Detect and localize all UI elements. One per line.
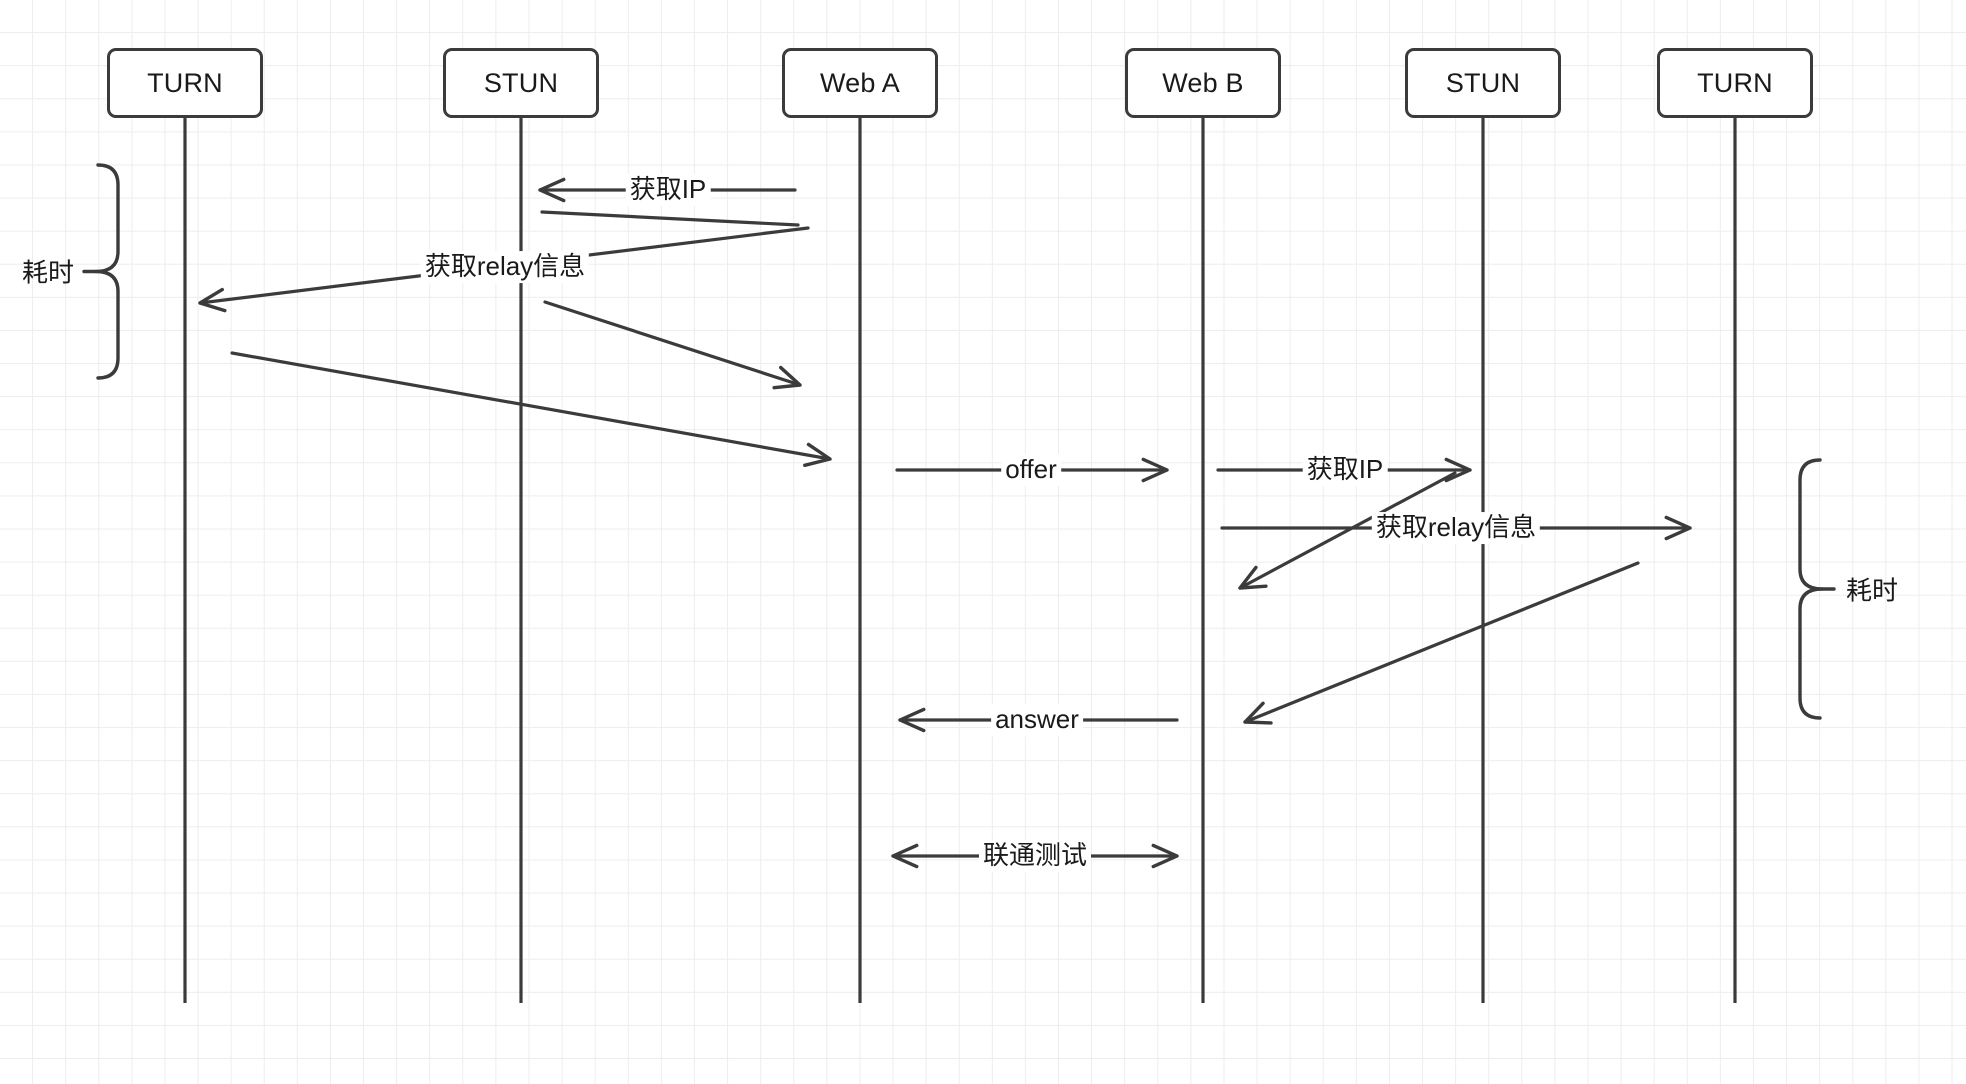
participant-box-web-b[interactable]: Web B	[1125, 48, 1281, 118]
arrowhead-m9-end	[1238, 565, 1268, 590]
arrowhead-m1-end	[538, 177, 566, 203]
arrowhead-m6-end	[1141, 457, 1169, 483]
brace-right	[1798, 458, 1824, 720]
arrowhead-m5-end	[803, 442, 832, 467]
message-label-m6: offer	[1001, 454, 1061, 486]
arrowhead-m3-end	[198, 287, 227, 313]
lifelines-group	[183, 118, 1737, 1003]
participant-label: Web A	[819, 67, 901, 98]
participant-box-stun-right[interactable]: STUN	[1405, 48, 1561, 118]
message-label-m12: 联通测试	[978, 840, 1092, 872]
participant-label: STUN	[1445, 67, 1521, 98]
message-label-m3: 获取relay信息	[420, 251, 590, 283]
message-line-m10	[1243, 561, 1640, 724]
participant-label: TURN	[1697, 67, 1773, 98]
participant-label: Web B	[1162, 67, 1244, 98]
arrowhead-m7-end	[1444, 457, 1472, 483]
message-label-m11: answer	[991, 704, 1083, 736]
message-line-m2	[540, 210, 800, 227]
message-label-m8: 获取relay信息	[1371, 512, 1541, 544]
arrowhead-m10-end	[1243, 701, 1273, 725]
message-label-m1: 获取IP	[625, 174, 711, 206]
message-label-m7: 获取IP	[1302, 454, 1388, 486]
arrowhead-m4-end	[772, 365, 802, 390]
arrowhead-m11-end	[898, 707, 926, 733]
brace-left	[94, 163, 120, 380]
participant-label: TURN	[147, 67, 223, 98]
braces-group	[82, 163, 1836, 720]
brace-left-label: 耗时	[21, 257, 75, 288]
participant-label: STUN	[483, 67, 559, 98]
participant-box-turn-right[interactable]: TURN	[1657, 48, 1813, 118]
message-line-m4	[543, 300, 802, 387]
message-line-m5	[230, 351, 832, 461]
arrowhead-m12-end	[1151, 843, 1179, 869]
arrowhead-m12-start	[891, 843, 919, 869]
brace-right-label: 耗时	[1845, 575, 1899, 606]
participant-box-turn-left[interactable]: TURN	[107, 48, 263, 118]
arrowhead-m8-end	[1664, 515, 1692, 541]
message-line-m9	[1238, 471, 1457, 590]
participant-box-stun-left[interactable]: STUN	[443, 48, 599, 118]
participant-box-web-a[interactable]: Web A	[782, 48, 938, 118]
